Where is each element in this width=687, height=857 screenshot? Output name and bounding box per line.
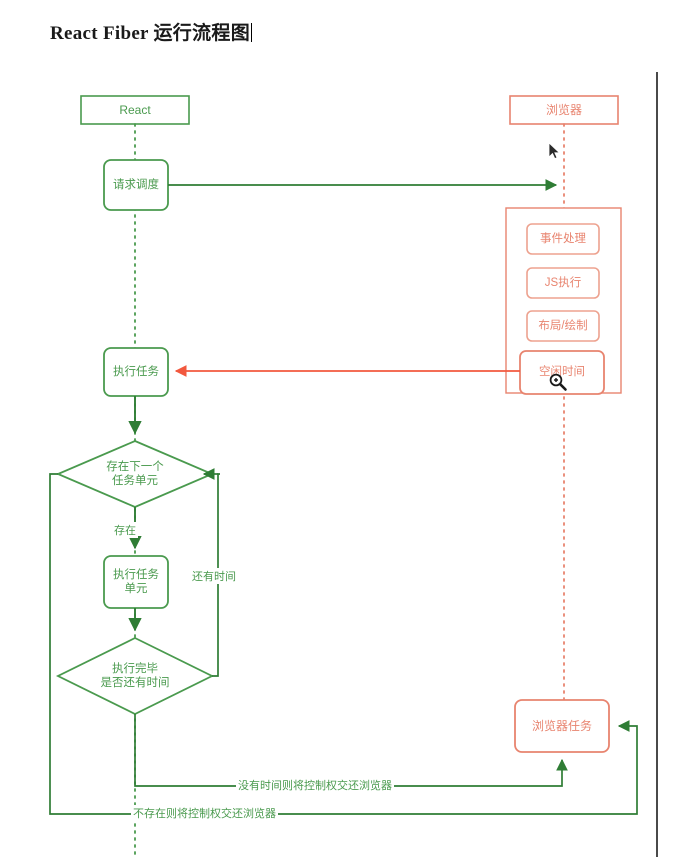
node-event-handling[interactable] bbox=[526, 223, 600, 255]
edge-nounit-to-browserwork bbox=[49, 473, 638, 815]
node-browser-lane-head[interactable] bbox=[509, 95, 619, 125]
edge-label-no-unit-return: 不存在则将控制权交还浏览器 bbox=[131, 805, 278, 821]
node-request-schedule[interactable] bbox=[103, 159, 169, 211]
node-browser-work[interactable] bbox=[514, 699, 610, 753]
page-title: React Fiber 运行流程图 bbox=[50, 18, 252, 45]
node-layout-paint[interactable] bbox=[526, 310, 600, 342]
document-right-edge bbox=[656, 72, 658, 857]
text-caret bbox=[251, 23, 252, 42]
edge-label-exists: 存在 bbox=[112, 522, 138, 538]
node-has-next-unit[interactable] bbox=[55, 440, 215, 508]
node-js-execution[interactable] bbox=[526, 267, 600, 299]
node-run-task-unit[interactable] bbox=[103, 555, 169, 609]
node-idle-time[interactable] bbox=[519, 350, 605, 395]
edge-label-no-time-return: 没有时间则将控制权交还浏览器 bbox=[236, 777, 394, 793]
edge-notime-to-browserwork bbox=[134, 714, 568, 787]
node-react-lane-head[interactable] bbox=[80, 95, 190, 125]
node-done-time-left[interactable] bbox=[55, 636, 215, 716]
edge-label-time-left: 还有时间 bbox=[190, 568, 238, 584]
node-run-task[interactable] bbox=[103, 347, 169, 397]
page-title-text: React Fiber 运行流程图 bbox=[50, 23, 250, 44]
